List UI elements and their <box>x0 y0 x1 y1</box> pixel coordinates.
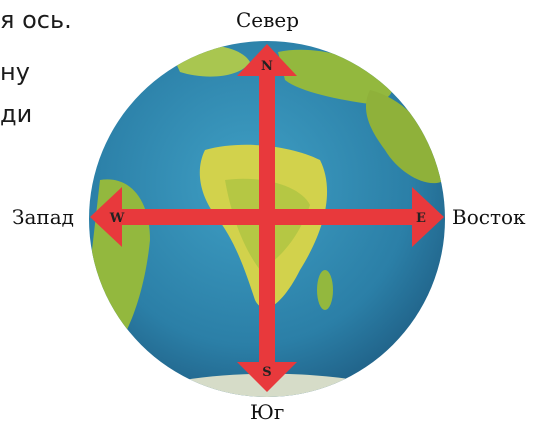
south-letter: S <box>262 365 271 380</box>
west-letter: W <box>109 211 125 226</box>
island-madagascar <box>317 270 333 310</box>
north-letter: N <box>261 59 273 74</box>
west-label: Запад <box>12 207 74 227</box>
north-label: Север <box>236 10 299 30</box>
horizontal-arrow-shaft <box>118 209 418 225</box>
east-letter: E <box>416 211 426 226</box>
south-label: Юг <box>250 402 284 422</box>
east-label: Восток <box>452 207 526 227</box>
